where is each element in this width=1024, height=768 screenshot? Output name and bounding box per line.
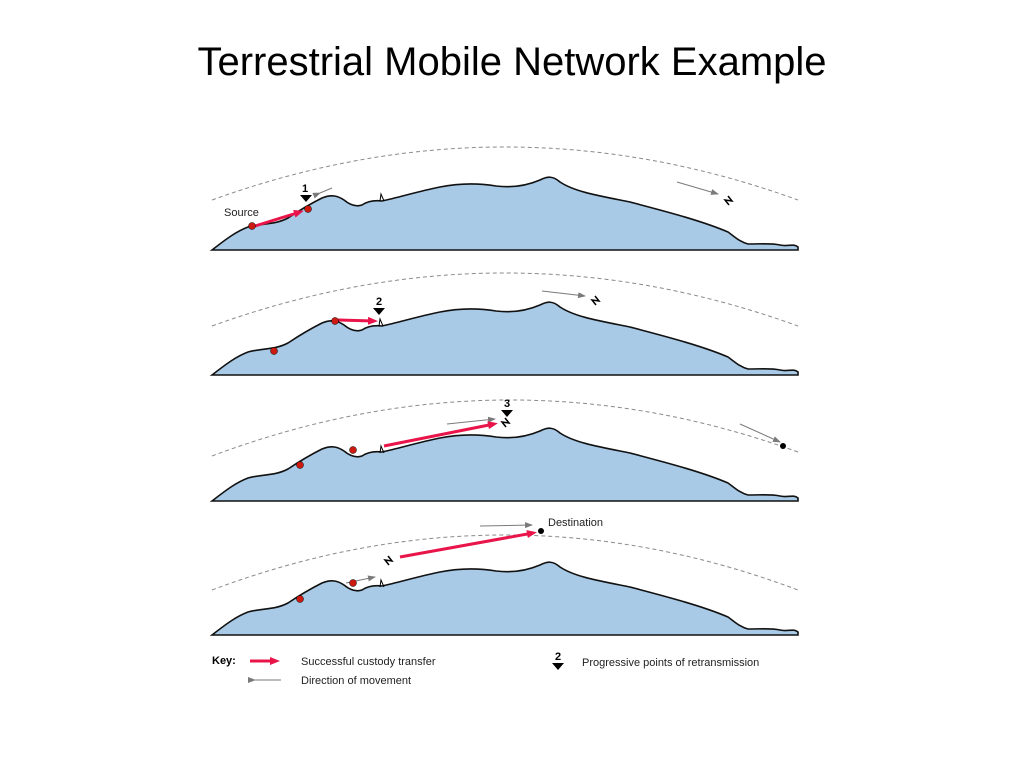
source-label: Source	[224, 207, 259, 219]
node	[349, 579, 357, 587]
retransmission-marker-icon	[373, 308, 385, 315]
legend-retransmission-marker-icon	[552, 663, 564, 670]
legend-retransmission-number: 2	[555, 651, 561, 663]
custody-transfer-arrow	[383, 421, 498, 448]
slide-title: Terrestrial Mobile Network Example	[197, 40, 827, 84]
terrain	[211, 301, 799, 376]
movement-arrow	[541, 290, 586, 299]
lightning-icon	[723, 195, 734, 206]
node	[248, 222, 256, 230]
destination-node	[538, 528, 544, 534]
node	[296, 595, 304, 603]
legend-custody-label: Successful custody transfer	[301, 656, 436, 668]
lightning-icon	[383, 555, 394, 566]
destination-label: Destination	[548, 517, 603, 529]
antenna-icon	[379, 192, 385, 202]
panel-4: Destination	[211, 517, 799, 636]
lightning-icon	[590, 295, 601, 306]
custody-transfer-arrow	[399, 530, 537, 559]
movement-arrow	[446, 416, 496, 425]
legend-direction-label: Direction of movement	[301, 675, 411, 687]
lightning-icon	[500, 417, 511, 428]
movement-arrow	[676, 181, 719, 195]
retransmission-marker-icon	[501, 410, 513, 417]
panel-2: 2	[211, 272, 799, 376]
antenna-icon	[379, 578, 385, 588]
node	[349, 446, 357, 454]
orbit-track	[211, 146, 799, 201]
panel-1: Source 1	[211, 146, 799, 251]
antenna-icon	[379, 444, 385, 454]
orbit-track	[211, 534, 799, 591]
legend-retransmission-label: Progressive points of retransmission	[582, 657, 759, 669]
retransmission-marker-icon	[300, 195, 312, 202]
panel-3: 3	[211, 398, 799, 502]
terrain	[211, 176, 799, 251]
custody-transfer-arrow	[254, 209, 304, 228]
node	[304, 205, 312, 213]
node	[270, 347, 278, 355]
orbit-track	[211, 272, 799, 327]
retransmission-number: 1	[302, 183, 308, 195]
retransmission-number: 3	[504, 398, 510, 410]
movement-arrow	[312, 187, 333, 199]
destination-node	[780, 443, 786, 449]
antenna-icon	[378, 317, 384, 327]
node	[296, 461, 304, 469]
legend: Key: Successful custody transfer Directi…	[212, 651, 759, 687]
movement-arrow	[739, 423, 781, 443]
orbit-track	[211, 399, 799, 457]
retransmission-number: 2	[376, 296, 382, 308]
movement-arrow	[479, 522, 533, 529]
custody-transfer-arrow	[337, 316, 378, 325]
legend-heading: Key:	[212, 655, 236, 667]
node	[331, 317, 339, 325]
